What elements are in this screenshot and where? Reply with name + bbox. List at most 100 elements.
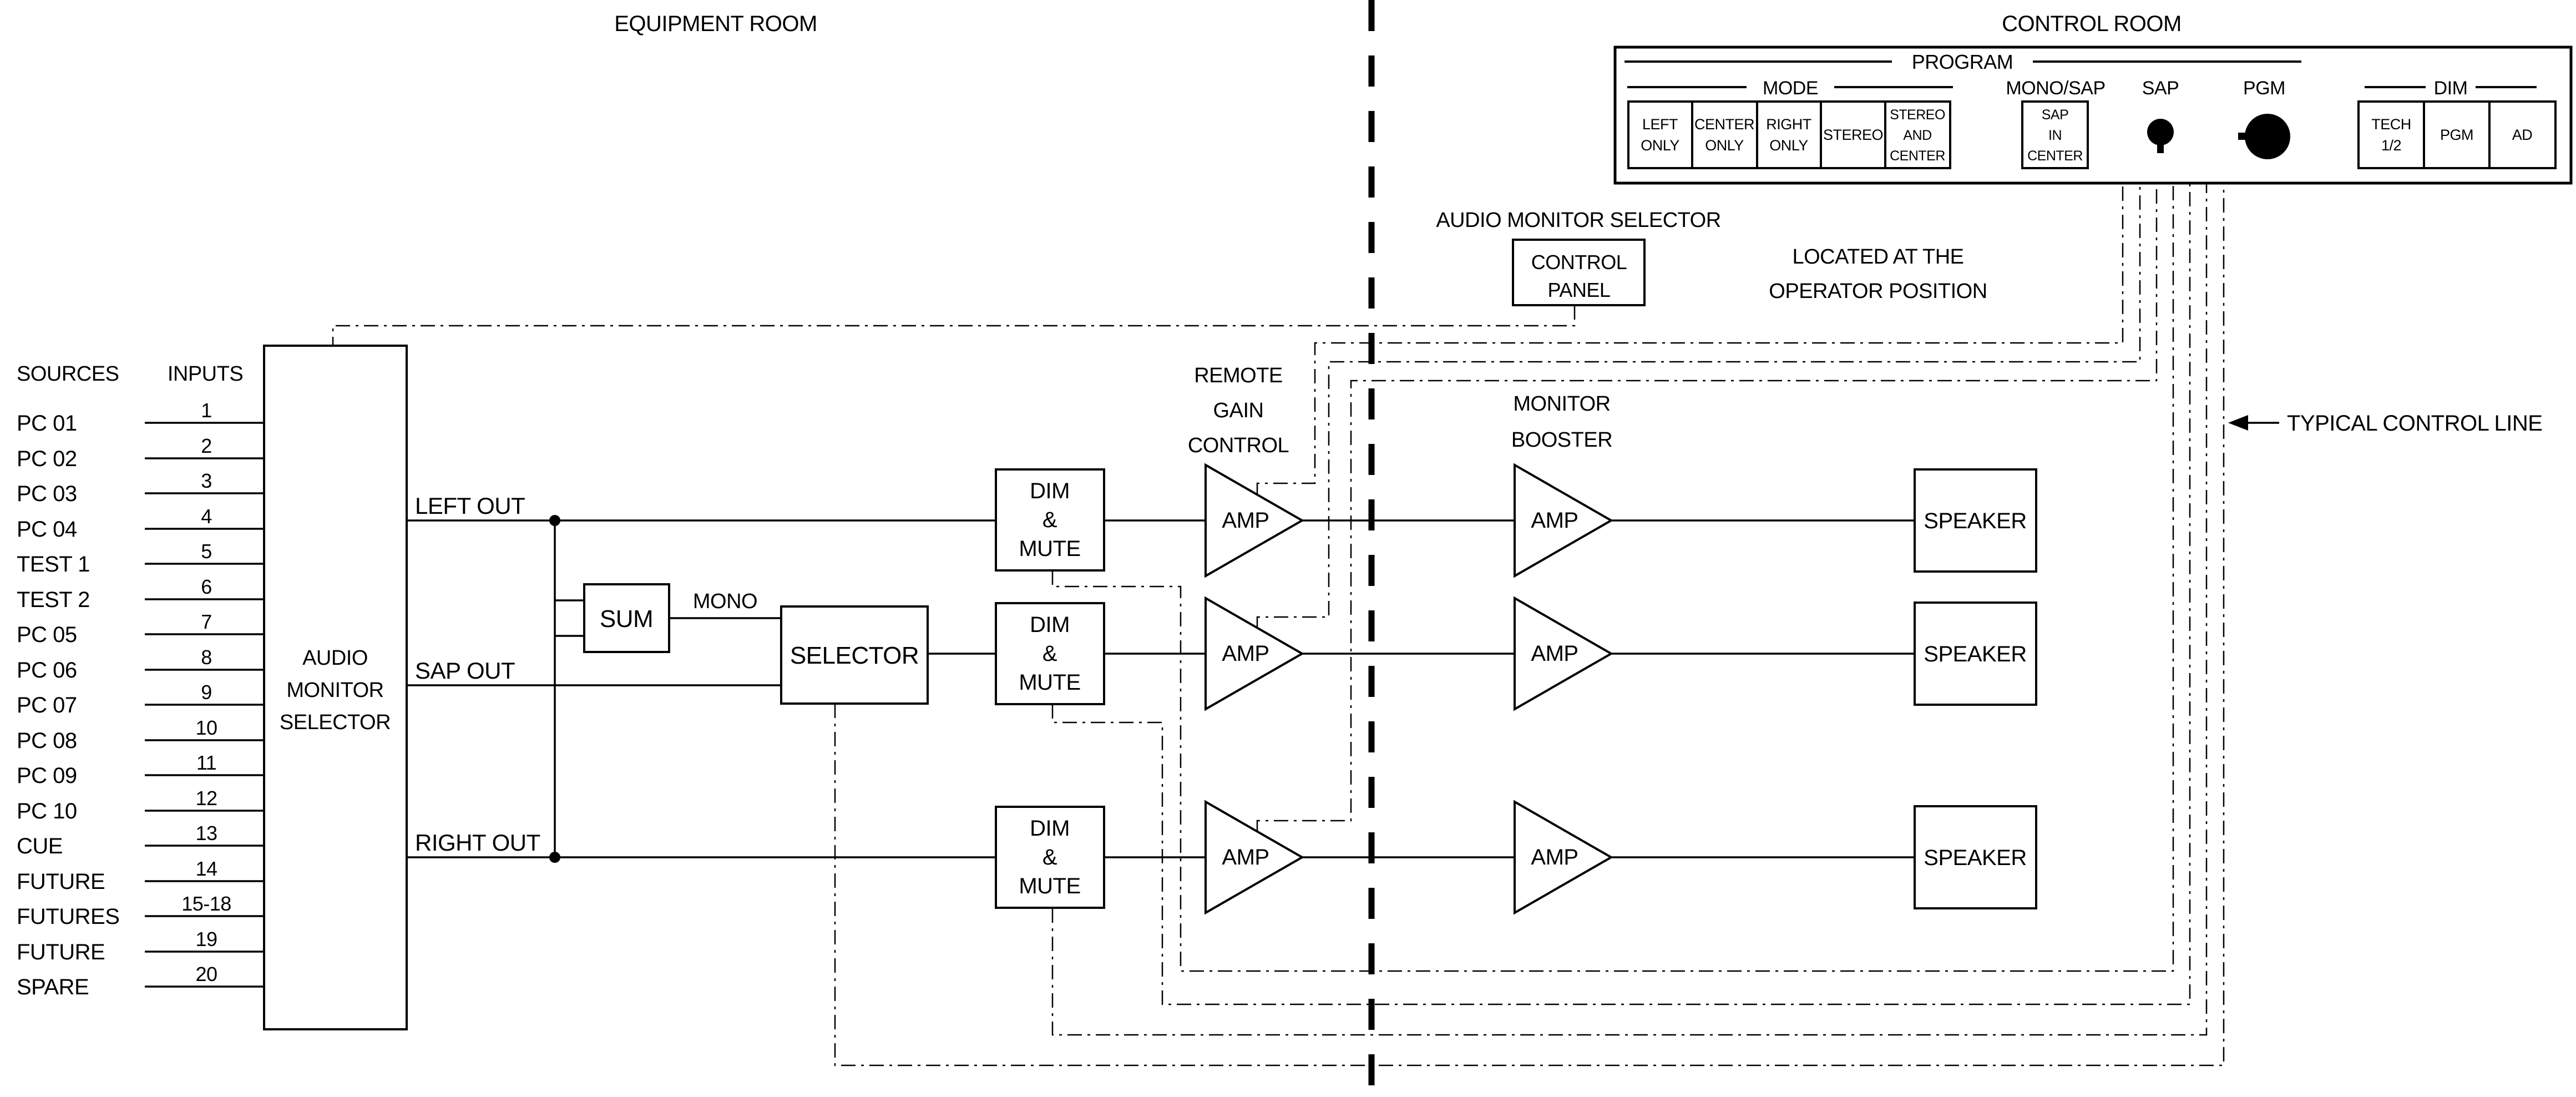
source-label: PC 04 bbox=[17, 517, 77, 542]
input-number: 11 bbox=[196, 751, 216, 774]
audio-signal-lines bbox=[407, 515, 1915, 863]
selector-text: SELECTOR bbox=[790, 642, 919, 669]
booster-amp-right: AMP bbox=[1514, 800, 1614, 915]
right-out-label: RIGHT OUT bbox=[415, 830, 540, 856]
input-number: 4 bbox=[201, 505, 212, 528]
sap-in-center-button: SAP IN CENTER bbox=[2021, 100, 2089, 169]
amp-text: AMP bbox=[1222, 845, 1269, 869]
monitor-booster-label: MONITOR BOOSTER bbox=[1511, 392, 1613, 452]
source-label: PC 05 bbox=[17, 623, 77, 647]
ams-panel-caption: AUDIO MONITOR SELECTOR bbox=[1436, 209, 1720, 232]
source-label: TEST 1 bbox=[17, 552, 90, 577]
source-label: FUTURE bbox=[17, 940, 105, 964]
sum-text: SUM bbox=[600, 605, 653, 633]
booster-amp-left: AMP bbox=[1514, 463, 1614, 578]
mode-label: MODE bbox=[1763, 78, 1818, 99]
input-number: 20 bbox=[195, 963, 217, 985]
input-number: 15-18 bbox=[181, 892, 231, 915]
dim-mute-text: DIM bbox=[1030, 613, 1070, 637]
button-text: IN bbox=[2048, 128, 2062, 143]
control-line-selector bbox=[834, 183, 2225, 1066]
control-panel-line1: CONTROL bbox=[1531, 251, 1627, 274]
dim-mute-text: & bbox=[1042, 508, 1057, 532]
dim-button-tech: TECH 1/2 bbox=[2357, 100, 2425, 169]
typical-control-line-text: TYPICAL CONTROL LINE bbox=[2287, 411, 2542, 436]
equipment-room-label: EQUIPMENT ROOM bbox=[614, 12, 817, 36]
remote-gain-line1: REMOTE bbox=[1194, 364, 1283, 387]
left-out-label: LEFT OUT bbox=[415, 493, 525, 519]
input-number: 2 bbox=[201, 434, 212, 457]
button-text: ONLY bbox=[1769, 137, 1808, 154]
speaker-box-right: SPEAKER bbox=[1914, 805, 2037, 909]
input-number: 5 bbox=[201, 540, 212, 563]
sap-knob bbox=[2147, 119, 2174, 153]
input-number: 1 bbox=[201, 399, 212, 422]
input-number: 12 bbox=[195, 787, 217, 810]
source-label: PC 06 bbox=[17, 658, 77, 683]
control-lines bbox=[332, 183, 2225, 1066]
control-line-amp-center bbox=[1256, 183, 2141, 629]
button-text: SAP bbox=[2042, 107, 2069, 123]
button-text: PGM bbox=[2440, 127, 2473, 143]
mode-button-right-only: RIGHT ONLY bbox=[1756, 100, 1822, 169]
source-label: PC 10 bbox=[17, 799, 77, 823]
control-panel-box: CONTROL PANEL bbox=[1512, 239, 1646, 306]
button-text: CENTER bbox=[1890, 148, 1945, 164]
junction-dot bbox=[549, 852, 560, 863]
dim-mute-text: & bbox=[1042, 641, 1057, 666]
input-number: 9 bbox=[201, 681, 212, 704]
input-number: 3 bbox=[201, 469, 212, 492]
located-at-operator-label: LOCATED AT THE OPERATOR POSITION bbox=[1769, 245, 1987, 303]
button-text: ONLY bbox=[1641, 137, 1679, 154]
input-lines bbox=[145, 422, 264, 988]
source-label: PC 07 bbox=[17, 693, 77, 717]
sources-header: SOURCES bbox=[17, 362, 119, 386]
located-line1: LOCATED AT THE bbox=[1792, 245, 1963, 269]
button-text: CENTER bbox=[1694, 116, 1754, 133]
dim-mute-text: MUTE bbox=[1019, 670, 1080, 695]
button-text: AD bbox=[2512, 127, 2533, 143]
speaker-text: SPEAKER bbox=[1924, 642, 2026, 666]
control-line-dim-mute-right bbox=[1051, 183, 2208, 1036]
speaker-box-left: SPEAKER bbox=[1914, 468, 2037, 573]
input-number: 8 bbox=[201, 646, 212, 669]
amp-text: AMP bbox=[1531, 508, 1578, 533]
control-line-amp-right bbox=[1256, 183, 2158, 832]
source-label: FUTURES bbox=[17, 904, 119, 929]
button-text: AND bbox=[1903, 128, 1931, 143]
mode-button-stereo: STEREO bbox=[1820, 100, 1886, 169]
dim-mute-text: & bbox=[1042, 845, 1057, 869]
source-label: PC 02 bbox=[17, 447, 77, 471]
pgm-knob-label: PGM bbox=[2243, 78, 2285, 99]
selector-box: SELECTOR bbox=[780, 605, 929, 705]
input-number: 10 bbox=[195, 716, 217, 739]
sap-out-label: SAP OUT bbox=[415, 658, 515, 684]
arrow-left-icon bbox=[2228, 415, 2248, 431]
amp-text: AMP bbox=[1222, 641, 1269, 666]
dim-mute-box-left: DIM & MUTE bbox=[995, 468, 1105, 572]
ams-text-line3: SELECTOR bbox=[280, 711, 391, 734]
source-label: FUTURE bbox=[17, 869, 105, 894]
button-text: 1/2 bbox=[2381, 137, 2401, 154]
located-line2: OPERATOR POSITION bbox=[1769, 280, 1987, 303]
dim-mute-box-right: DIM & MUTE bbox=[995, 806, 1105, 909]
button-text: TECH bbox=[2371, 116, 2411, 133]
control-panel-line2: PANEL bbox=[1548, 279, 1611, 301]
typical-control-line-callout: TYPICAL CONTROL LINE bbox=[2228, 411, 2543, 436]
ams-text-line2: MONITOR bbox=[286, 679, 383, 702]
inputs-header: INPUTS bbox=[168, 362, 243, 386]
remote-gain-amp-right: AMP bbox=[1205, 800, 1305, 915]
source-label: PC 08 bbox=[17, 729, 77, 753]
remote-gain-line3: CONTROL bbox=[1188, 434, 1289, 457]
monitor-booster-line2: BOOSTER bbox=[1511, 428, 1612, 452]
mono-sap-label: MONO/SAP bbox=[2006, 78, 2105, 99]
button-text: ONLY bbox=[1705, 137, 1744, 154]
pgm-knob bbox=[2238, 114, 2290, 159]
control-line-dim-mute-left bbox=[1051, 183, 2174, 972]
monitor-booster-line1: MONITOR bbox=[1513, 392, 1610, 416]
dim-mute-text: MUTE bbox=[1019, 874, 1080, 898]
source-label: PC 03 bbox=[17, 482, 77, 506]
button-text: LEFT bbox=[1642, 116, 1678, 133]
dim-label: DIM bbox=[2434, 78, 2468, 99]
